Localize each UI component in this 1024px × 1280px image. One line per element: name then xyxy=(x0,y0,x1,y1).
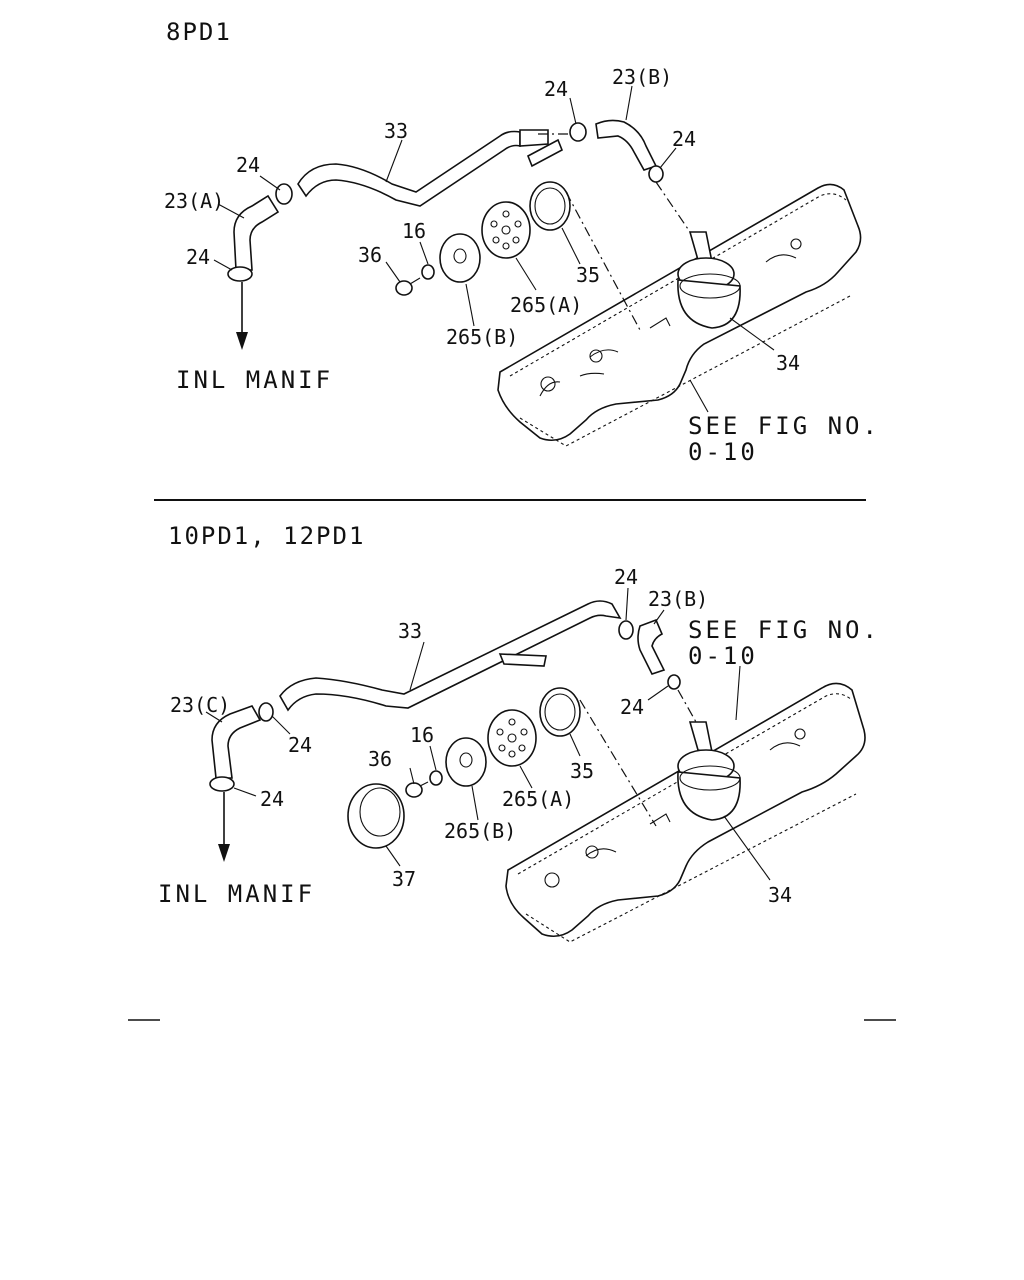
top-clamp-left xyxy=(275,183,293,205)
bottom-label-24-b: 24 xyxy=(620,695,644,719)
top-clamp-bottom xyxy=(227,266,253,282)
top-plate-265b xyxy=(439,233,481,283)
bottom-rocker-cover xyxy=(505,682,866,943)
top-clamp-mid xyxy=(569,122,587,142)
top-see-fig-line2: 0-10 xyxy=(688,438,758,466)
bottom-cap-37 xyxy=(347,783,405,849)
bottom-label-37: 37 xyxy=(392,867,416,891)
bottom-washer-16 xyxy=(429,770,443,786)
top-label-24-d: 24 xyxy=(186,245,210,269)
bottom-plate-265b xyxy=(445,737,487,787)
bottom-label-265a: 265(A) xyxy=(502,787,574,811)
bottom-bolt-36 xyxy=(405,782,423,798)
top-bolt-36 xyxy=(395,280,413,296)
top-label-24-c: 24 xyxy=(236,153,260,177)
bottom-section: 10PD1, 12PD1 xyxy=(158,522,880,943)
bottom-label-23c: 23(C) xyxy=(170,693,230,717)
bottom-pipe-33 xyxy=(279,600,622,712)
bottom-hose-23b xyxy=(618,618,681,690)
bottom-oring-35 xyxy=(539,687,581,737)
top-plate-265a xyxy=(481,201,531,259)
top-section: 8PD1 xyxy=(164,18,880,466)
top-label-36: 36 xyxy=(358,243,382,267)
bottom-see-fig-line1: SEE FIG NO. xyxy=(688,616,880,644)
bottom-clamp-right xyxy=(667,674,681,690)
top-label-23b: 23(B) xyxy=(612,65,672,89)
top-flow-arrow-head xyxy=(236,332,248,350)
bottom-label-16: 16 xyxy=(410,723,434,747)
bottom-label-35: 35 xyxy=(570,759,594,783)
bottom-clamp-mid xyxy=(618,620,634,640)
top-oring-35 xyxy=(529,181,571,231)
top-hose-23a xyxy=(227,183,293,282)
top-label-23a: 23(A) xyxy=(164,189,224,213)
top-leader-lines xyxy=(213,85,775,413)
bottom-small-parts xyxy=(347,687,581,849)
top-label-33: 33 xyxy=(384,119,408,143)
top-label-24-b: 24 xyxy=(672,127,696,151)
bottom-label-24-d: 24 xyxy=(260,787,284,811)
bottom-inlet-note: INL MANIF xyxy=(158,880,315,908)
top-label-265a: 265(A) xyxy=(510,293,582,317)
bottom-clamp-left xyxy=(258,702,274,722)
bottom-label-34: 34 xyxy=(768,883,792,907)
bottom-label-24-c: 24 xyxy=(288,733,312,757)
top-label-35: 35 xyxy=(576,263,600,287)
bottom-label-23b: 23(B) xyxy=(648,587,708,611)
top-label-34: 34 xyxy=(776,351,800,375)
bottom-plate-265a xyxy=(487,709,537,767)
bottom-clamp-bottom xyxy=(209,776,235,792)
top-oil-separator xyxy=(677,231,741,329)
top-pipe-33 xyxy=(297,129,564,207)
top-label-24-a: 24 xyxy=(544,77,568,101)
top-rocker-cover xyxy=(497,183,862,447)
bottom-hose-23c xyxy=(209,702,274,792)
bottom-heading: 10PD1, 12PD1 xyxy=(168,522,365,550)
top-washer-16 xyxy=(421,264,435,280)
bottom-oil-separator xyxy=(677,721,741,821)
bottom-label-24-a: 24 xyxy=(614,565,638,589)
bottom-label-265b: 265(B) xyxy=(444,819,516,843)
top-clamp-right xyxy=(648,165,664,183)
top-label-265b: 265(B) xyxy=(446,325,518,349)
bottom-see-fig-line2: 0-10 xyxy=(688,642,758,670)
top-small-parts xyxy=(395,181,571,296)
top-hose-23b xyxy=(569,119,664,183)
bottom-leader-lines xyxy=(205,587,771,881)
top-label-16: 16 xyxy=(402,219,426,243)
top-inlet-note: INL MANIF xyxy=(176,366,333,394)
bottom-label-36: 36 xyxy=(368,747,392,771)
bottom-label-33: 33 xyxy=(398,619,422,643)
top-see-fig-line1: SEE FIG NO. xyxy=(688,412,880,440)
bottom-flow-arrow-head xyxy=(218,844,230,862)
top-heading: 8PD1 xyxy=(166,18,232,46)
